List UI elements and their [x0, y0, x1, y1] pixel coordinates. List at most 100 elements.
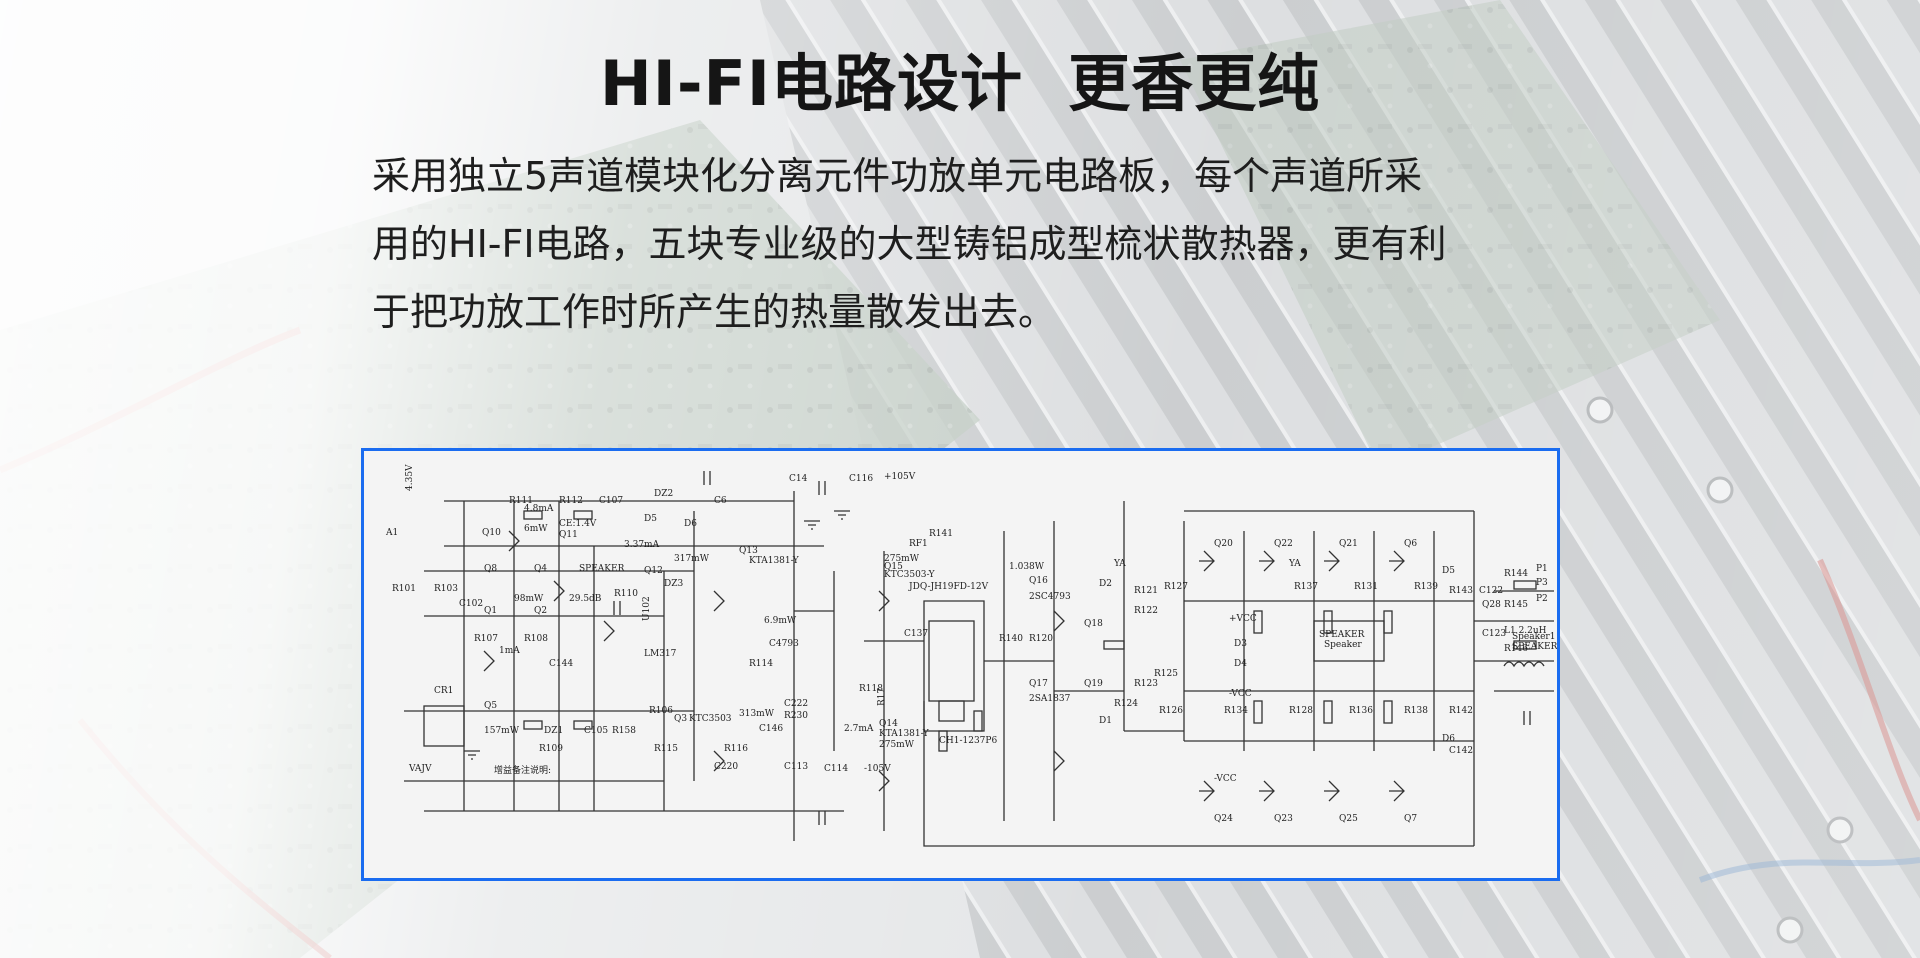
schematic-label: C4793 — [769, 639, 799, 649]
schematic-label: -105V — [864, 764, 891, 774]
schematic-label: D5 — [1442, 566, 1455, 576]
schematic-label: DZ2 — [654, 489, 673, 499]
schematic-label: C6 — [714, 496, 727, 506]
schematic-label: C14 — [789, 474, 808, 484]
schematic-label: +VCC — [1229, 614, 1257, 624]
schematic-label: Q4 — [534, 564, 547, 574]
schematic-label: Q20 — [1214, 539, 1233, 549]
description-line: 于把功放工作时所产生的热量散发出去。 — [372, 290, 1057, 334]
schematic-label: R115 — [654, 744, 678, 754]
schematic-label: C144 — [549, 659, 573, 669]
schematic-label: P1 — [1536, 564, 1548, 574]
schematic-label: C123 — [1482, 629, 1506, 639]
schematic-drawing: 4.35V 4.8mA R111 R112 C107 DZ2 C6 C14 C1… — [385, 464, 1557, 847]
schematic-label: 157mW — [484, 726, 520, 736]
schematic-label: D1 — [1099, 716, 1112, 726]
schematic-label: R126 — [1159, 706, 1183, 716]
schematic-label: R125 — [1154, 669, 1178, 679]
schematic-label: Q23 — [1274, 814, 1293, 824]
schematic-label: C105 — [584, 726, 608, 736]
schematic-label: C222 — [784, 699, 808, 709]
schematic-label: 4.35V — [405, 464, 415, 491]
schematic-label: SPEAKER1 — [1512, 642, 1557, 652]
schematic-label: Q7 — [1404, 814, 1417, 824]
schematic-label: Q2 — [534, 606, 547, 616]
schematic-label: C102 — [459, 599, 483, 609]
schematic-label: R141 — [929, 529, 953, 539]
description-paragraph: 采用独立5声道模块化分离元件功放单元电路板，每个声道所采 用的HI-FI电路，五… — [372, 142, 1572, 346]
schematic-label: YA — [1288, 559, 1301, 569]
schematic-label: L1 2.2uH — [1504, 626, 1547, 636]
schematic-label: C137 — [904, 629, 928, 639]
schematic-label: R101 — [392, 584, 416, 594]
schematic-label: -VCC — [1229, 689, 1252, 699]
schematic-label: 6mW — [524, 524, 548, 534]
schematic-label: R158 — [612, 726, 636, 736]
schematic-label: 2.7mA — [844, 724, 874, 734]
schematic-label: A1 — [385, 528, 398, 538]
schematic-label: R122 — [1134, 606, 1158, 616]
schematic-label: R142 — [1449, 706, 1473, 716]
schematic-label: U102 — [642, 596, 652, 621]
schematic-label: CH1-1237P6 — [939, 736, 997, 746]
schematic-label: R121 — [1134, 586, 1158, 596]
schematic-label: Q1 — [484, 606, 497, 616]
schematic-label: D2 — [1099, 579, 1112, 589]
schematic-label: Q19 — [1084, 679, 1103, 689]
schematic-label: R123 — [1134, 679, 1158, 689]
schematic-label: CE:1.4V — [559, 519, 597, 529]
schematic-label: Q24 — [1214, 814, 1233, 824]
schematic-label: CR1 — [434, 686, 453, 696]
schematic-label: LM317 — [644, 649, 677, 659]
schematic-label: 增益备注说明: — [494, 764, 551, 776]
schematic-label: Q21 — [1339, 539, 1358, 549]
schematic-label: 313mW — [739, 709, 775, 719]
schematic-label: R118 — [859, 684, 883, 694]
schematic-label: 2SC4793 — [1029, 592, 1071, 602]
schematic-label: 1.038W — [1009, 562, 1045, 572]
schematic-label: R144 — [1504, 569, 1528, 579]
schematic-label: 1mA — [499, 646, 520, 656]
schematic-label: VAJV — [408, 764, 432, 774]
schematic-label: 29.5dB — [569, 594, 602, 604]
schematic-label: R107 — [474, 634, 498, 644]
schematic-label: R140 — [999, 634, 1023, 644]
schematic-label: D3 — [1234, 639, 1247, 649]
schematic-label: C114 — [824, 764, 848, 774]
schematic-label: D6 — [684, 519, 697, 529]
schematic-label: Q12 — [644, 566, 663, 576]
schematic-label: 3.37mA — [624, 540, 660, 550]
schematic-label: C142 — [1449, 746, 1473, 756]
schematic-label: RF1 — [909, 539, 928, 549]
schematic-label: R116 — [724, 744, 748, 754]
schematic-label: R127 — [1164, 582, 1188, 592]
schematic-label: Q16 — [1029, 576, 1048, 586]
schematic-label: SPEAKER — [579, 564, 625, 574]
schematic-label: R230 — [784, 711, 808, 721]
schematic-label: 275mW — [879, 740, 915, 750]
schematic-label: R124 — [1114, 699, 1138, 709]
schematic-label: R17 — [877, 687, 887, 706]
page-title: HI-FI电路设计 更香更纯 — [599, 47, 1321, 120]
schematic-label: P3 — [1536, 578, 1548, 588]
schematic-label: R103 — [434, 584, 458, 594]
schematic-label: C146 — [759, 724, 783, 734]
schematic-label: C220 — [714, 762, 738, 772]
schematic-label: Speaker1 — [1512, 632, 1555, 642]
schematic-label: R108 — [524, 634, 548, 644]
schematic-label: R138 — [1404, 706, 1428, 716]
schematic-label: R136 — [1349, 706, 1373, 716]
schematic-label: 6.9mW — [764, 616, 797, 626]
schematic-label: D4 — [1234, 659, 1247, 669]
schematic-label: Speaker — [1324, 640, 1362, 650]
schematic-label: 275mW — [884, 554, 920, 564]
schematic-label: YA — [1113, 559, 1126, 569]
schematic-label: +105V — [884, 472, 916, 482]
schematic-label: R137 — [1294, 582, 1318, 592]
schematic-label: Q11 — [559, 530, 578, 540]
schematic-label: R111 — [509, 496, 533, 506]
schematic-label: C122 — [1479, 586, 1503, 596]
schematic-label: C107 — [599, 496, 623, 506]
schematic-label: R134 — [1224, 706, 1248, 716]
